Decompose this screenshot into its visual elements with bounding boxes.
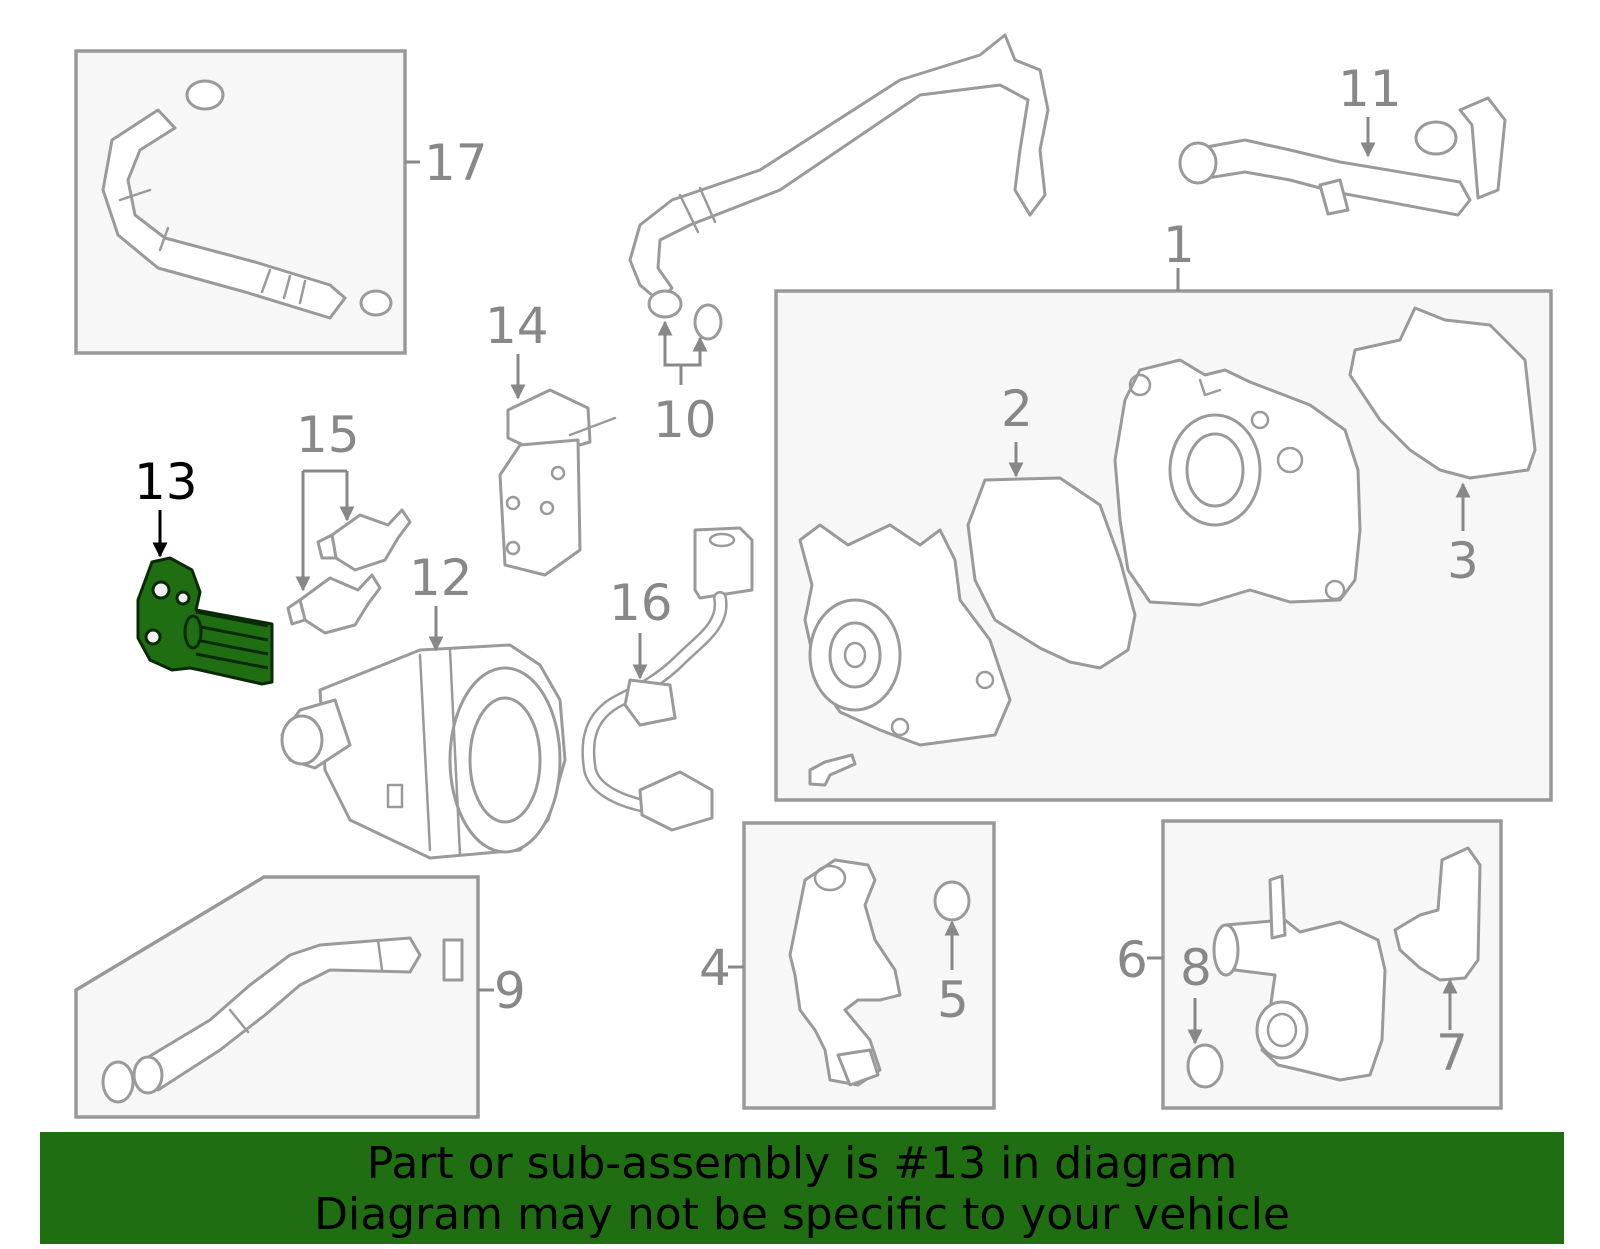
- callout-11: 11: [1338, 60, 1402, 118]
- outlet-4: [788, 858, 902, 1087]
- water-pump-1: [798, 523, 1012, 787]
- housing-6: [1212, 874, 1387, 1082]
- o-ring-5: [933, 880, 971, 922]
- callout-8: 8: [1180, 939, 1212, 997]
- o-ring-10: [693, 303, 723, 341]
- housing-1: [1113, 358, 1362, 607]
- callout-7: 7: [1436, 1024, 1468, 1082]
- callout-12: 12: [409, 549, 473, 607]
- pump-12: [280, 643, 567, 860]
- callout-4: 4: [699, 939, 731, 997]
- callout-15: 15: [296, 406, 360, 464]
- callout-5: 5: [937, 971, 969, 1029]
- callout-2: 2: [1001, 380, 1033, 438]
- callout-9: 9: [494, 962, 526, 1020]
- callout-13: 13: [134, 453, 198, 511]
- leader-10b: [681, 336, 708, 367]
- hose-upper: [628, 33, 1050, 319]
- callout-17: 17: [424, 134, 488, 192]
- bracket-14: [498, 388, 617, 577]
- callout-10: 10: [653, 391, 717, 449]
- callout-14: 14: [485, 297, 549, 355]
- hose-9: [101, 936, 464, 1104]
- o-ring-8: [1186, 1043, 1224, 1089]
- info-banner: Part or sub-assembly is #13 in diagram D…: [40, 1132, 1564, 1244]
- banner-line-1: Part or sub-assembly is #13 in diagram: [366, 1138, 1238, 1189]
- pipe-11: [1178, 96, 1507, 217]
- gasket-2: [966, 476, 1137, 670]
- callout-1: 1: [1163, 216, 1195, 274]
- hose-17: [101, 79, 393, 320]
- callout-6: 6: [1116, 931, 1148, 989]
- leader-10: [657, 320, 683, 385]
- harness-16: [581, 526, 754, 832]
- valves-15: [286, 508, 412, 635]
- callout-3: 3: [1447, 532, 1479, 590]
- banner-line-2: Diagram may not be specific to your vehi…: [314, 1189, 1290, 1240]
- callout-16: 16: [609, 574, 673, 632]
- part-13-highlighted: [136, 556, 274, 686]
- gasket-3: [1348, 306, 1537, 480]
- gasket-7: [1393, 846, 1482, 982]
